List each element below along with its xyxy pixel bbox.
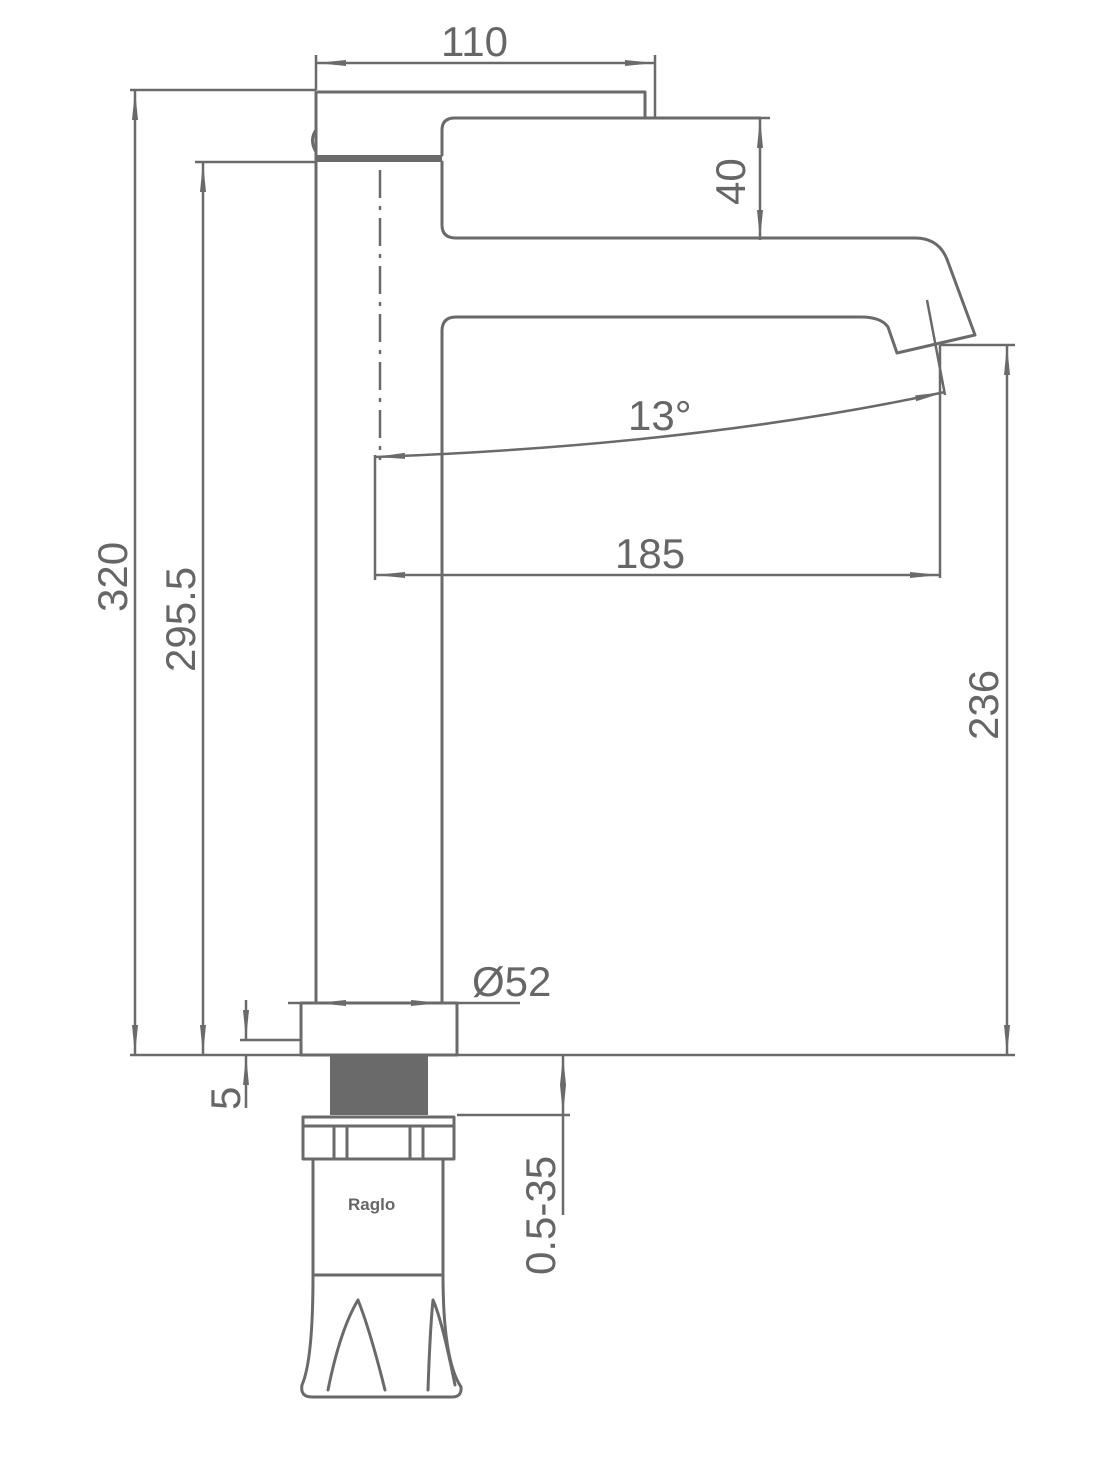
label-236: 236 bbox=[960, 670, 1007, 740]
label-295-5: 295.5 bbox=[157, 567, 204, 672]
label-5: 5 bbox=[202, 1087, 249, 1110]
label-110: 110 bbox=[441, 18, 508, 65]
extension-lines bbox=[130, 55, 1015, 1117]
dimension-lines bbox=[132, 60, 1010, 1215]
label-185: 185 bbox=[615, 530, 685, 577]
lever-handle bbox=[314, 90, 647, 162]
dimension-labels: 110 40 320 295.5 236 185 13° Ø52 5 0.5-3… bbox=[89, 18, 1007, 1275]
label-52: Ø52 bbox=[472, 958, 551, 1005]
label-40: 40 bbox=[707, 158, 754, 205]
lock-nut bbox=[301, 1115, 456, 1161]
collar-ring bbox=[316, 155, 442, 162]
mounting-assembly: Raglo bbox=[299, 1001, 463, 1399]
shank-sleeve bbox=[311, 1157, 445, 1277]
threaded-shank bbox=[330, 1055, 428, 1115]
label-13deg: 13° bbox=[628, 392, 692, 439]
brand-logo: Raglo bbox=[348, 1195, 395, 1214]
dim-arc-13deg bbox=[374, 390, 946, 459]
spout-outline bbox=[440, 116, 977, 1005]
lock-nut-detail bbox=[301, 1124, 456, 1161]
label-320: 320 bbox=[89, 542, 136, 612]
lever-knob bbox=[311, 128, 318, 154]
base-flange bbox=[299, 1001, 459, 1057]
foot-fingers bbox=[326, 1298, 457, 1392]
label-0-5-35: 0.5-35 bbox=[517, 1156, 564, 1275]
